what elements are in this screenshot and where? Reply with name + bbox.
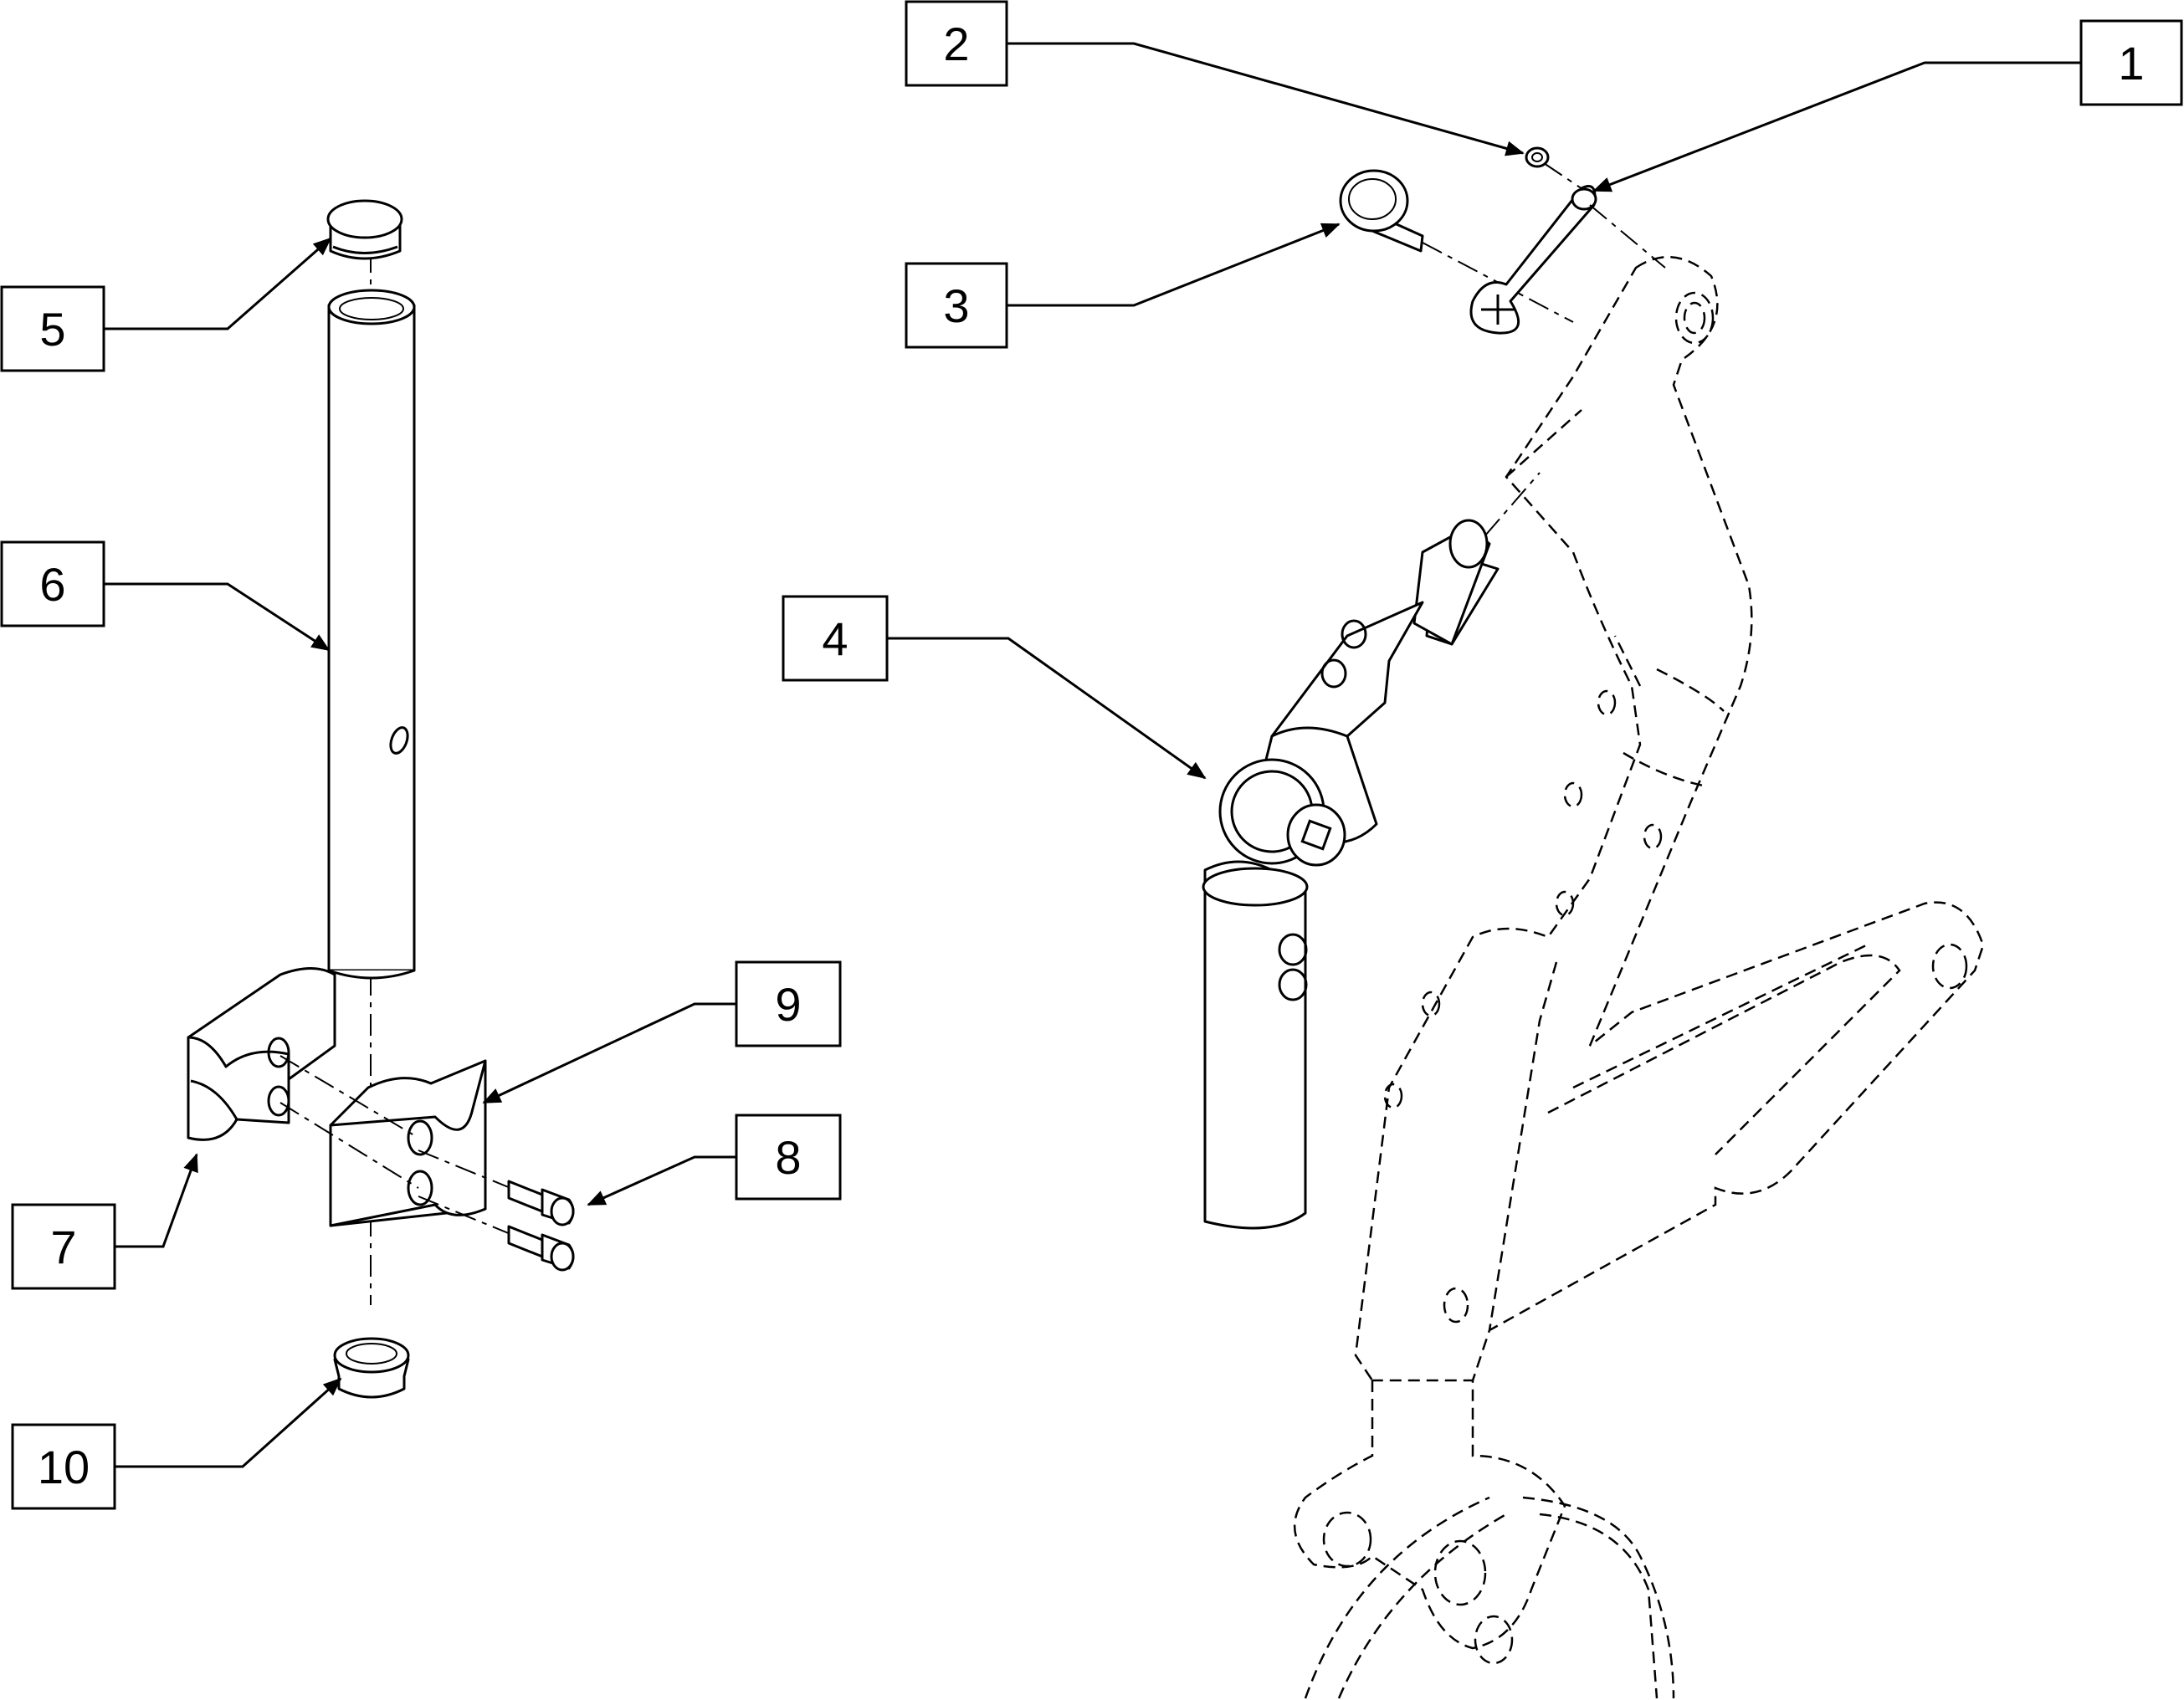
callout-label-9: 9 — [775, 978, 801, 1031]
clamp-left-part — [187, 967, 336, 1141]
callout-label-8: 8 — [775, 1131, 801, 1184]
callout-6: 6 — [0, 540, 331, 652]
callout-label-1: 1 — [2118, 37, 2144, 90]
callout-10: 10 — [11, 1377, 342, 1510]
angle-mount-part — [1202, 472, 1541, 1230]
knob-part — [1339, 169, 1574, 323]
top-cap-part — [326, 199, 403, 260]
clamp-right-part — [279, 1055, 511, 1235]
right-assembly — [1202, 146, 1985, 1699]
callout-9: 9 — [482, 960, 842, 1104]
callout-1: 1 — [1592, 19, 2183, 192]
bottom-bushing-part — [333, 1337, 410, 1399]
callout-label-6: 6 — [39, 558, 65, 611]
callout-box-2 — [905, 0, 1008, 87]
callout-box-5 — [0, 285, 105, 372]
callout-label-5: 5 — [39, 303, 65, 356]
callout-3: 3 — [905, 223, 1341, 349]
callout-label-7: 7 — [50, 1221, 76, 1273]
callout-label-4: 4 — [822, 612, 848, 665]
callout-box-9 — [735, 960, 842, 1047]
frame-reference — [1293, 255, 1985, 1699]
clamp-screws-part — [507, 1180, 575, 1272]
left-assembly — [187, 199, 575, 1399]
callout-7: 7 — [11, 1153, 198, 1290]
lever-link-part — [1469, 185, 1666, 335]
callout-label-10: 10 — [38, 1441, 90, 1493]
callout-box-8 — [735, 1114, 842, 1201]
callout-box-6 — [0, 540, 105, 627]
callout-8: 8 — [587, 1114, 842, 1206]
callout-box-1 — [2079, 19, 2183, 106]
callout-label-3: 3 — [943, 279, 969, 332]
set-screw-part — [1525, 146, 1591, 195]
callout-2: 2 — [905, 0, 1525, 156]
callout-5: 5 — [0, 237, 332, 372]
callout-label-2: 2 — [943, 18, 969, 70]
callout-box-3 — [905, 262, 1008, 349]
callout-4: 4 — [782, 595, 1207, 780]
tube-part — [327, 289, 416, 980]
callout-box-7 — [11, 1203, 116, 1290]
callouts: 1 2 3 4 5 6 — [0, 0, 2183, 1510]
callout-box-4 — [782, 595, 889, 682]
callout-box-10 — [11, 1423, 116, 1510]
